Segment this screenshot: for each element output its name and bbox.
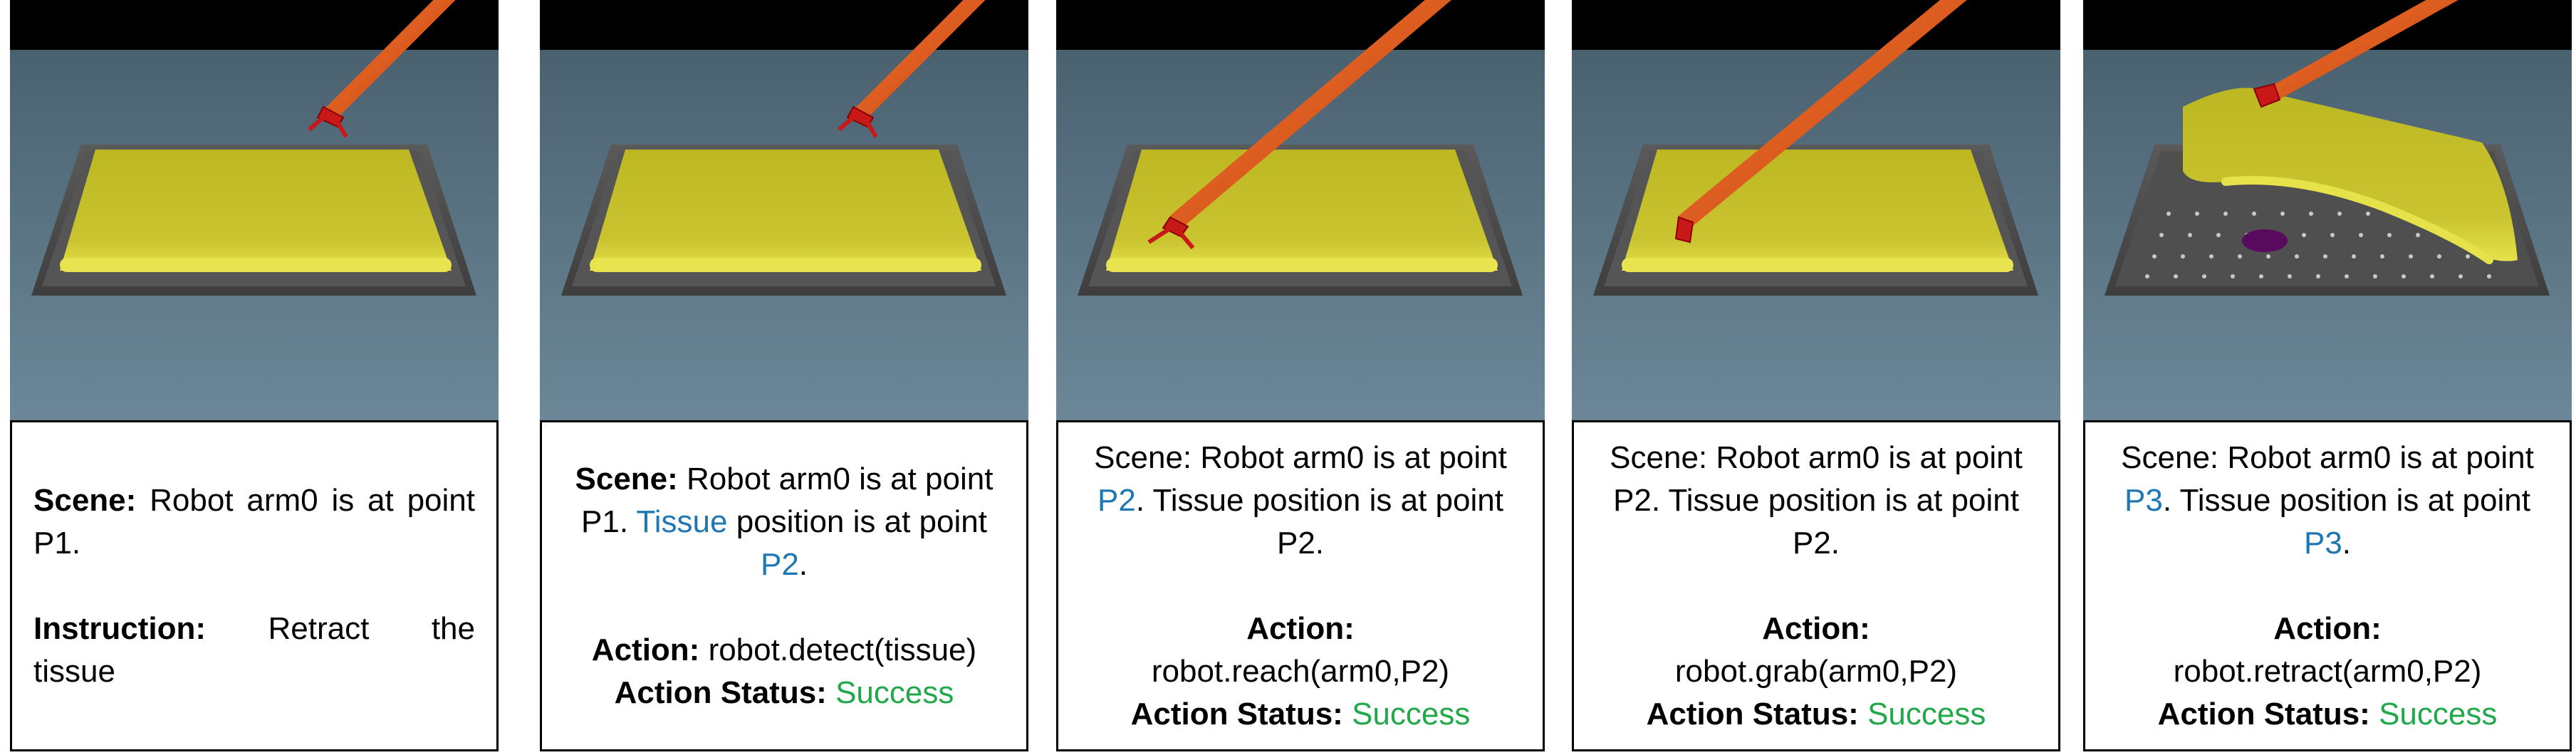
action-label: Action: <box>1762 610 1870 646</box>
robot-arm <box>1677 0 1967 229</box>
gripper <box>2253 83 2281 108</box>
scene-render-3 <box>1056 0 1545 420</box>
robot-arm <box>1169 0 1451 229</box>
step-text-3: Scene: Robot arm0 is at point P2. Tissue… <box>1056 420 1545 751</box>
scene-description: Scene: Robot arm0 is at point P1. Tissue… <box>575 461 994 582</box>
robot-arm <box>323 0 456 122</box>
tissue-sheet-lifted <box>2183 88 2518 261</box>
scene-description: Scene: Robot arm0 is at point P1. <box>33 482 475 561</box>
scene-render-2 <box>540 0 1028 420</box>
status-badge: Success <box>835 675 954 710</box>
step-panel-3: Scene: Robot arm0 is at point P2. Tissue… <box>1056 0 1545 755</box>
gripper <box>1674 216 1694 244</box>
step-text-5: Scene: Robot arm0 is at point P3. Tissue… <box>2083 420 2572 751</box>
scene-description: Scene: Robot arm0 is at point P3. Tissue… <box>2121 439 2534 561</box>
scene-description: Scene: Robot arm0 is at point P2. Tissue… <box>1094 439 1507 561</box>
tissue-sheet <box>1622 150 2013 271</box>
action-status-line: Action Status: Success <box>1130 696 1471 731</box>
step-panel-2: Scene: Robot arm0 is at point P1. Tissue… <box>540 0 1028 755</box>
gripper <box>838 105 878 138</box>
action-label: Action: <box>2273 610 2382 646</box>
gripper <box>1147 216 1195 249</box>
action-call: robot.retract(arm0,P2) <box>2173 653 2482 689</box>
grid-pins <box>2145 212 2491 278</box>
action-line: Action: robot.detect(tissue) <box>591 632 977 667</box>
action-status-line: Action Status: Success <box>614 675 954 710</box>
action-label: Action: <box>1246 610 1355 646</box>
action-status-line: Action Status: Success <box>1646 696 1986 731</box>
step-text-4: Scene: Robot arm0 is at point P2. Tissue… <box>1572 420 2060 751</box>
status-badge: Success <box>1352 696 1471 731</box>
step-text-1: Scene: Robot arm0 is at point P1. Instru… <box>10 420 499 751</box>
tissue-sheet <box>60 150 452 271</box>
scene-render-4 <box>1572 0 2060 420</box>
action-call: robot.grab(arm0,P2) <box>1674 653 1958 689</box>
tissue-sheet <box>590 150 981 271</box>
scene-render-5 <box>2083 0 2572 420</box>
step-panel-1: Scene: Robot arm0 is at point P1. Instru… <box>10 0 499 755</box>
status-badge: Success <box>2379 696 2498 731</box>
robot-arm <box>2268 0 2458 100</box>
instruction-continuation: tissue <box>33 653 115 689</box>
scene-render-1 <box>10 0 499 420</box>
step-panel-4: Scene: Robot arm0 is at point P2. Tissue… <box>1572 0 2060 755</box>
action-status-line: Action Status: Success <box>2157 696 2498 731</box>
step-panel-5: Scene: Robot arm0 is at point P3. Tissue… <box>2083 0 2572 755</box>
scene-description: Scene: Robot arm0 is at point P2. Tissue… <box>1610 439 2023 561</box>
status-badge: Success <box>1867 696 1986 731</box>
action-call: robot.reach(arm0,P2) <box>1151 653 1450 689</box>
gripper <box>308 105 348 138</box>
instruction-line: Instruction: Retract the <box>33 610 475 646</box>
step-text-2: Scene: Robot arm0 is at point P1. Tissue… <box>540 420 1028 751</box>
tissue-sheet <box>1106 150 1498 271</box>
robot-arm <box>852 0 986 122</box>
target-marker <box>2242 229 2288 252</box>
